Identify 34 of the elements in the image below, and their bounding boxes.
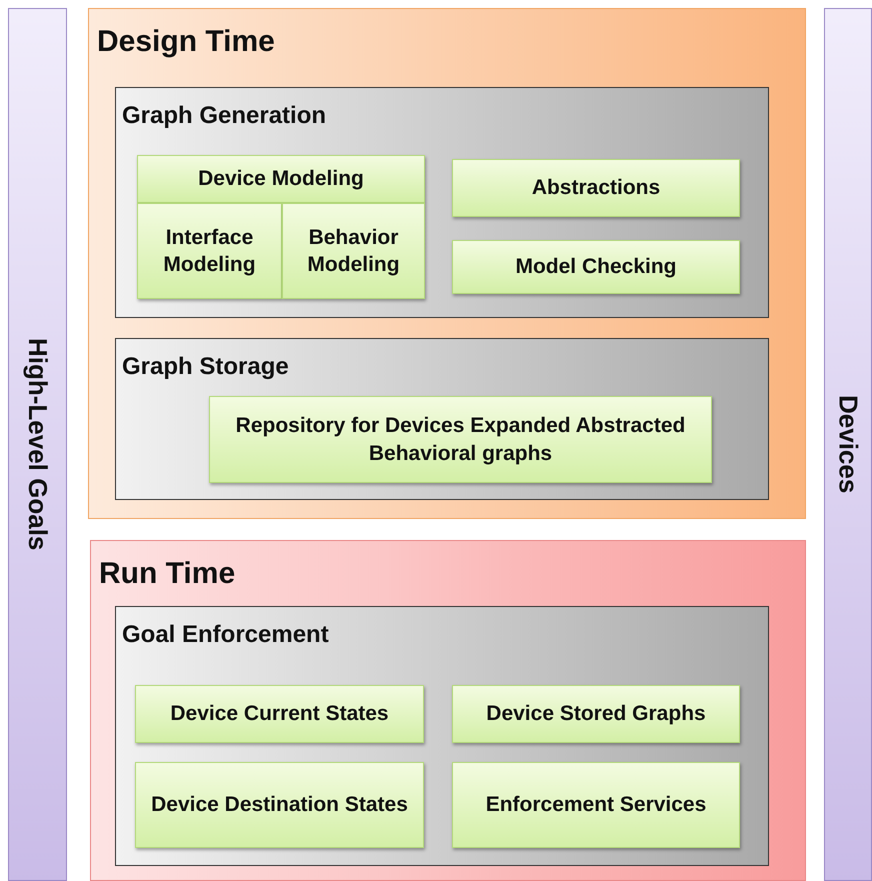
component-box bbox=[452, 762, 740, 848]
component-box bbox=[135, 762, 424, 848]
side-band bbox=[8, 8, 67, 881]
box-label: Device Modeling bbox=[198, 166, 364, 192]
component-box bbox=[452, 685, 740, 743]
component-box bbox=[452, 240, 740, 294]
component-box bbox=[282, 203, 425, 299]
panel-heading: Graph Storage bbox=[122, 353, 289, 381]
box-label: Model Checking bbox=[515, 254, 677, 280]
band-label: High-Level Goals bbox=[22, 338, 53, 551]
box-label: Device Stored Graphs bbox=[486, 701, 706, 728]
box-label: Enforcement Services bbox=[486, 792, 706, 818]
box-label: Behavior Modeling bbox=[306, 224, 401, 278]
box-label: Interface Modeling bbox=[162, 224, 257, 278]
panel-heading: Graph Generation bbox=[122, 102, 326, 130]
panel-heading: Goal Enforcement bbox=[122, 621, 329, 649]
component-box bbox=[452, 159, 740, 217]
group-panel bbox=[115, 606, 769, 866]
phase-panel bbox=[88, 8, 806, 519]
band-label: Devices bbox=[832, 395, 864, 494]
box-label: Device Current States bbox=[170, 701, 389, 728]
component-box bbox=[137, 203, 282, 299]
component-box bbox=[137, 155, 425, 203]
group-panel bbox=[115, 338, 769, 500]
side-band bbox=[824, 8, 872, 881]
component-box bbox=[209, 396, 712, 483]
panel-heading: Design Time bbox=[97, 25, 275, 59]
group-panel bbox=[115, 87, 769, 318]
phase-panel bbox=[90, 540, 806, 881]
box-label: Device Destination States bbox=[151, 792, 408, 818]
box-label: Abstractions bbox=[532, 175, 660, 202]
component-box bbox=[135, 685, 424, 743]
box-label: Repository for Devices Expanded Abstracted Behavioral graphs bbox=[234, 413, 686, 466]
panel-heading: Run Time bbox=[99, 557, 236, 591]
